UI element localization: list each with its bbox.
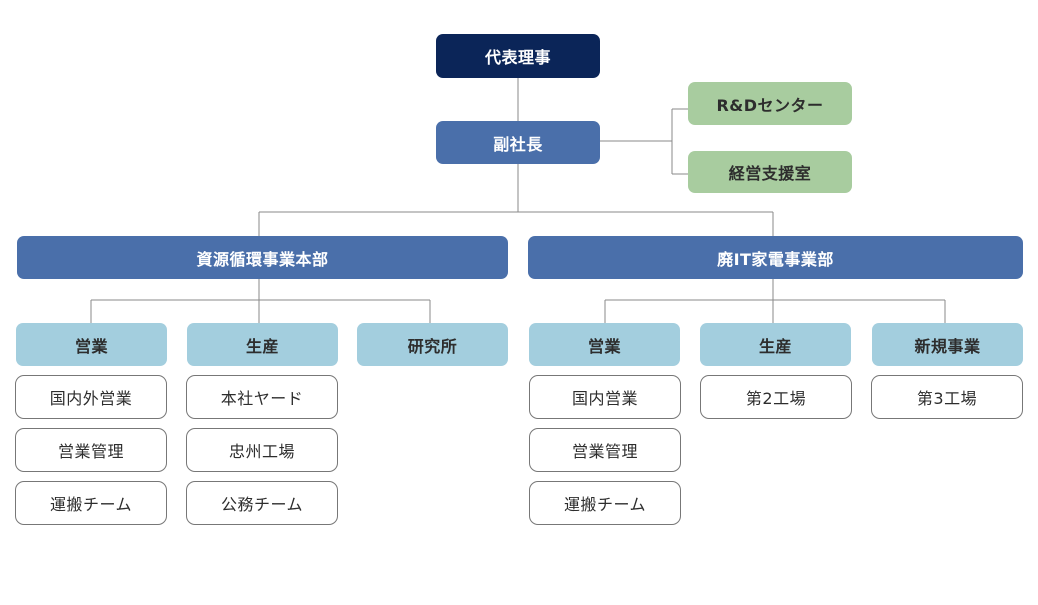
department-box-new-business: 新規事業: [872, 323, 1023, 366]
connector-vice-divisions: [258, 164, 774, 236]
unit-box: 運搬チーム: [529, 481, 681, 525]
unit-box: 営業管理: [529, 428, 681, 472]
division-box-resource-recycling: 資源循環事業本部: [17, 236, 508, 279]
unit-box: 第3工場: [871, 375, 1023, 419]
department-box-sales: 営業: [529, 323, 680, 366]
connector-div2-depts: [604, 279, 946, 323]
unit-box: 忠州工場: [186, 428, 338, 472]
department-box-research-institute: 研究所: [357, 323, 508, 366]
unit-box: 公務チーム: [186, 481, 338, 525]
department-box-production: 生産: [700, 323, 851, 366]
department-box-production: 生産: [187, 323, 338, 366]
department-box-sales: 営業: [16, 323, 167, 366]
vice-president-box: 副社長: [436, 121, 600, 164]
staff-box-rd-center: R&Dセンター: [688, 82, 852, 125]
connector-div1-depts: [90, 279, 431, 323]
unit-box: 営業管理: [15, 428, 167, 472]
unit-box: 本社ヤード: [186, 375, 338, 419]
unit-box: 運搬チーム: [15, 481, 167, 525]
division-box-waste-it-appliances: 廃IT家電事業部: [528, 236, 1023, 279]
unit-box: 国内外営業: [15, 375, 167, 419]
connector-vice-staff: [600, 108, 688, 175]
top-executive-box: 代表理事: [436, 34, 600, 78]
unit-box: 国内営業: [529, 375, 681, 419]
unit-box: 第2工場: [700, 375, 852, 419]
staff-box-management-support: 経営支援室: [688, 151, 852, 193]
